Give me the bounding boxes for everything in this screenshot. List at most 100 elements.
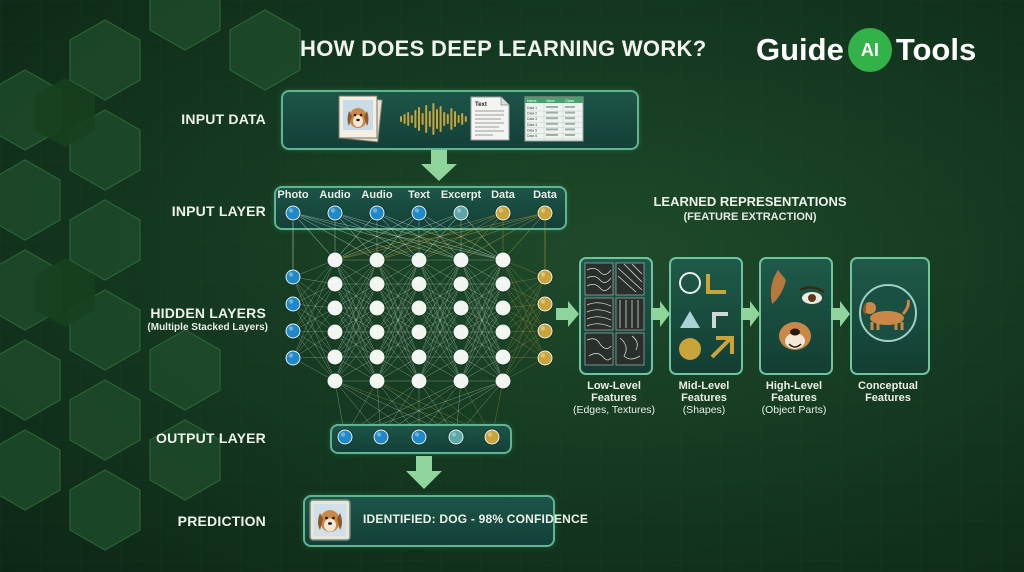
input-caption: Data [491, 189, 515, 201]
connection-line [292, 276, 336, 382]
connection-line [502, 276, 546, 333]
network-node [494, 204, 512, 222]
table-header-cell: Name [527, 99, 537, 103]
network-node [494, 251, 512, 269]
table-cell: Data 2 [527, 112, 537, 116]
connection-line [292, 307, 336, 359]
text-document-icon: Text [470, 96, 510, 141]
network-node [536, 268, 554, 286]
table-header-cell: Value [546, 99, 555, 103]
network-node [452, 299, 470, 317]
brand-word-tools: Tools [895, 32, 977, 67]
feature-high-line2: Features [771, 392, 817, 404]
connection-line [292, 259, 336, 332]
network-node [368, 348, 386, 366]
feature-mid-line1: Mid-Level [678, 380, 730, 392]
connection-line [502, 283, 546, 359]
feature-mid-line2: Features [681, 392, 727, 404]
svg-text:Text: Text [475, 102, 487, 108]
feature-label-high: High-Level Features (Object Parts) [746, 380, 842, 416]
feature-conceptual-line1: Conceptual [858, 380, 918, 392]
connection-line [502, 276, 546, 358]
network-node [410, 251, 428, 269]
down-arrow-icon [406, 456, 442, 489]
input-caption: Audio [319, 189, 351, 201]
connection-line [376, 259, 420, 333]
audio-waveform-icon [400, 103, 467, 135]
network-node [284, 349, 302, 367]
network-node [368, 323, 386, 341]
label-hidden-layers: HIDDEN LAYERS [150, 305, 266, 321]
network-node [284, 204, 302, 222]
dog-icon [859, 284, 917, 342]
feature-low-line1: Low-Level [587, 380, 641, 392]
connection-line [418, 283, 462, 382]
feature-high-line3: (Object Parts) [761, 404, 827, 416]
right-arrow-icon [556, 301, 850, 327]
connection-line [460, 283, 504, 382]
network-node [368, 204, 386, 222]
network-node [452, 348, 470, 366]
network-node [452, 251, 470, 269]
label-hidden-sub: (Multiple Stacked Layers) [147, 322, 268, 333]
network-node [410, 275, 428, 293]
brand-word-guide: Guide [756, 32, 844, 67]
connection-line [460, 259, 504, 333]
connection-line [292, 259, 336, 359]
network-node [410, 323, 428, 341]
connection-line [292, 212, 336, 261]
network-node [372, 428, 390, 446]
connection-line [502, 276, 546, 309]
connection-line [418, 259, 462, 309]
connection-line [418, 331, 462, 382]
input-caption: Text [408, 189, 430, 201]
network-node [284, 322, 302, 340]
learned-subtitle: (FEATURE EXTRACTION) [683, 211, 817, 223]
connection-line [376, 307, 420, 382]
input-caption: Excerpt [440, 189, 482, 201]
network-node [536, 349, 554, 367]
connection-line [502, 330, 546, 382]
feature-label-conceptual: Conceptual Features [840, 380, 936, 404]
learned-title: LEARNED REPRESENTATIONS [653, 194, 847, 209]
network-node [326, 251, 344, 269]
network-node [483, 428, 501, 446]
connection-line [376, 259, 420, 309]
connection-line [292, 276, 336, 333]
connection-line [376, 259, 420, 358]
connection-line [502, 303, 546, 382]
brand-ai-badge: AI [847, 28, 892, 72]
connection-line [460, 259, 504, 358]
shapes-icon [679, 272, 734, 360]
network-node [494, 372, 512, 390]
dog-parts-icon [770, 270, 825, 350]
network-node [494, 348, 512, 366]
brand-logo: Guide AI Tools [756, 28, 976, 72]
table-header-cell: Class [565, 99, 574, 103]
page-title: HOW DOES DEEP LEARNING WORK? [300, 36, 707, 61]
network-node [336, 428, 354, 446]
feature-low-line2: Features [591, 392, 637, 404]
feature-label-mid: Mid-Level Features (Shapes) [656, 380, 752, 416]
input-caption: Audio [361, 189, 393, 201]
connection-line [502, 303, 546, 358]
connection-line [334, 212, 504, 261]
network-node [326, 299, 344, 317]
network-node [410, 204, 428, 222]
connection-line [460, 307, 504, 382]
network-node [326, 348, 344, 366]
connection-line [292, 283, 336, 359]
label-input-layer: INPUT LAYER [171, 203, 266, 219]
table-cell: Data 5 [527, 128, 537, 132]
network-node [368, 251, 386, 269]
connection-line [502, 259, 546, 359]
label-output-layer: OUTPUT LAYER [155, 430, 266, 446]
connection-line [334, 259, 378, 309]
network-node [452, 323, 470, 341]
texture-tiles-icon [584, 262, 645, 366]
network-node [452, 204, 470, 222]
